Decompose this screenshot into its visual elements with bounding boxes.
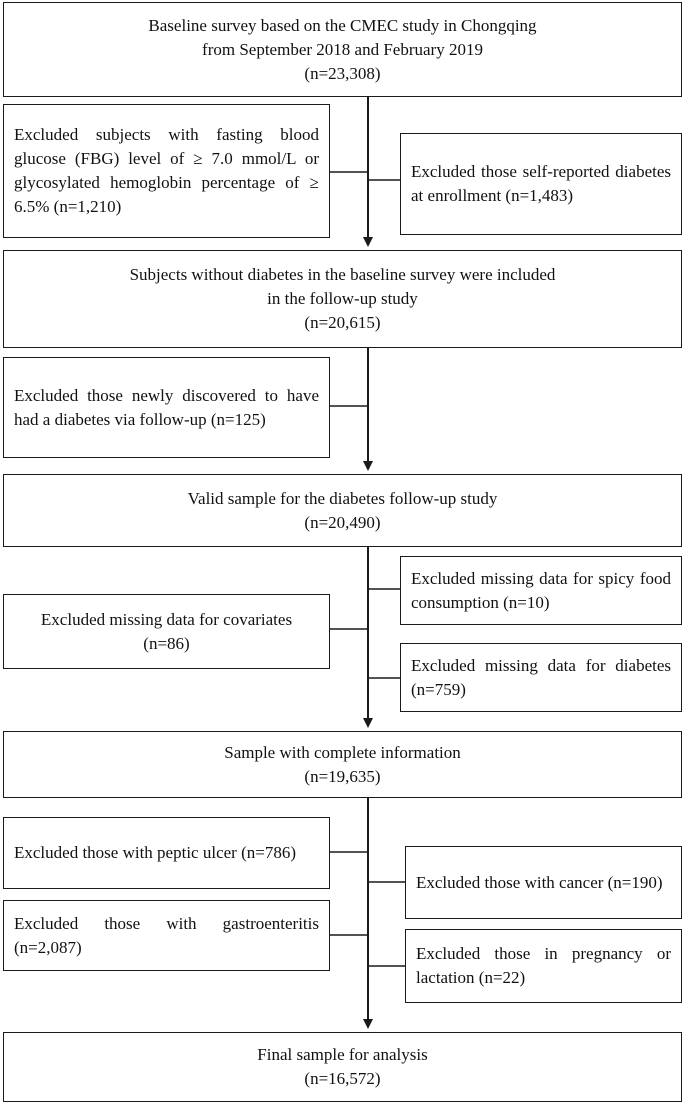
exclusion-gastroenteritis-text: Excluded those with gastroenteritis (n=2… [14, 913, 319, 957]
complete-information-count: (n=19,635) [304, 766, 381, 786]
exclusion-newly-discovered-box: Excluded those newly discovered to have … [3, 357, 330, 458]
exclusion-peptic-ulcer-text: Excluded those with peptic ulcer (n=786) [14, 843, 296, 862]
complete-information-line1: Sample with complete information [224, 742, 461, 762]
final-sample-count: (n=16,572) [304, 1069, 381, 1088]
exclusion-cancer-box: Excluded those with cancer (n=190) [405, 846, 682, 919]
baseline-count: (n=23,308) [304, 63, 381, 83]
exclusion-fbg-text: Excluded subjects with fasting blood glu… [14, 125, 319, 216]
exclusion-spicy-box: Excluded missing data for spicy food con… [400, 556, 682, 625]
exclusion-covariates-box: Excluded missing data for covariates (n=… [3, 594, 330, 669]
no-diabetes-count: (n=20,615) [304, 313, 381, 332]
no-diabetes-line1: Subjects without diabetes in the baselin… [129, 265, 556, 284]
exclusion-covariates-count: (n=86) [143, 633, 190, 653]
exclusion-self-reported-box: Excluded those self-reported diabetes at… [400, 133, 682, 235]
baseline-survey-box: Baseline survey based on the CMEC study … [3, 2, 682, 97]
exclusion-cancer-text: Excluded those with cancer (n=190) [416, 872, 663, 892]
exclusion-pregnancy-text: Excluded those in pregnancy or lactation… [416, 944, 671, 987]
exclusion-fbg-box: Excluded subjects with fasting blood glu… [3, 104, 330, 238]
final-sample-box: Final sample for analysis (n=16,572) [3, 1032, 682, 1102]
baseline-line1: Baseline survey based on the CMEC study … [148, 15, 537, 35]
baseline-line2: from September 2018 and February 2019 [202, 39, 483, 59]
exclusion-covariates-line1: Excluded missing data for covariates [40, 609, 293, 629]
exclusion-diabetes-missing-box: Excluded missing data for diabetes (n=75… [400, 643, 682, 712]
complete-information-box: Sample with complete information (n=19,6… [3, 731, 682, 798]
valid-sample-box: Valid sample for the diabetes follow-up … [3, 474, 682, 547]
valid-sample-line1: Valid sample for the diabetes follow-up … [187, 488, 498, 508]
exclusion-pregnancy-box: Excluded those in pregnancy or lactation… [405, 929, 682, 1003]
exclusion-gastroenteritis-box: Excluded those with gastroenteritis (n=2… [3, 900, 330, 971]
valid-sample-count: (n=20,490) [304, 512, 381, 532]
exclusion-newly-discovered-text: Excluded those newly discovered to have … [14, 385, 319, 429]
exclusion-self-reported-text: Excluded those self-reported diabetes at… [411, 162, 671, 205]
exclusion-spicy-text: Excluded missing data for spicy food con… [411, 568, 671, 612]
exclusion-peptic-ulcer-box: Excluded those with peptic ulcer (n=786) [3, 817, 330, 889]
exclusion-diabetes-missing-text: Excluded missing data for diabetes (n=75… [411, 655, 671, 699]
no-diabetes-line2: in the follow-up study [267, 289, 418, 308]
final-sample-line1: Final sample for analysis [257, 1045, 428, 1064]
no-diabetes-box: Subjects without diabetes in the baselin… [3, 250, 682, 348]
